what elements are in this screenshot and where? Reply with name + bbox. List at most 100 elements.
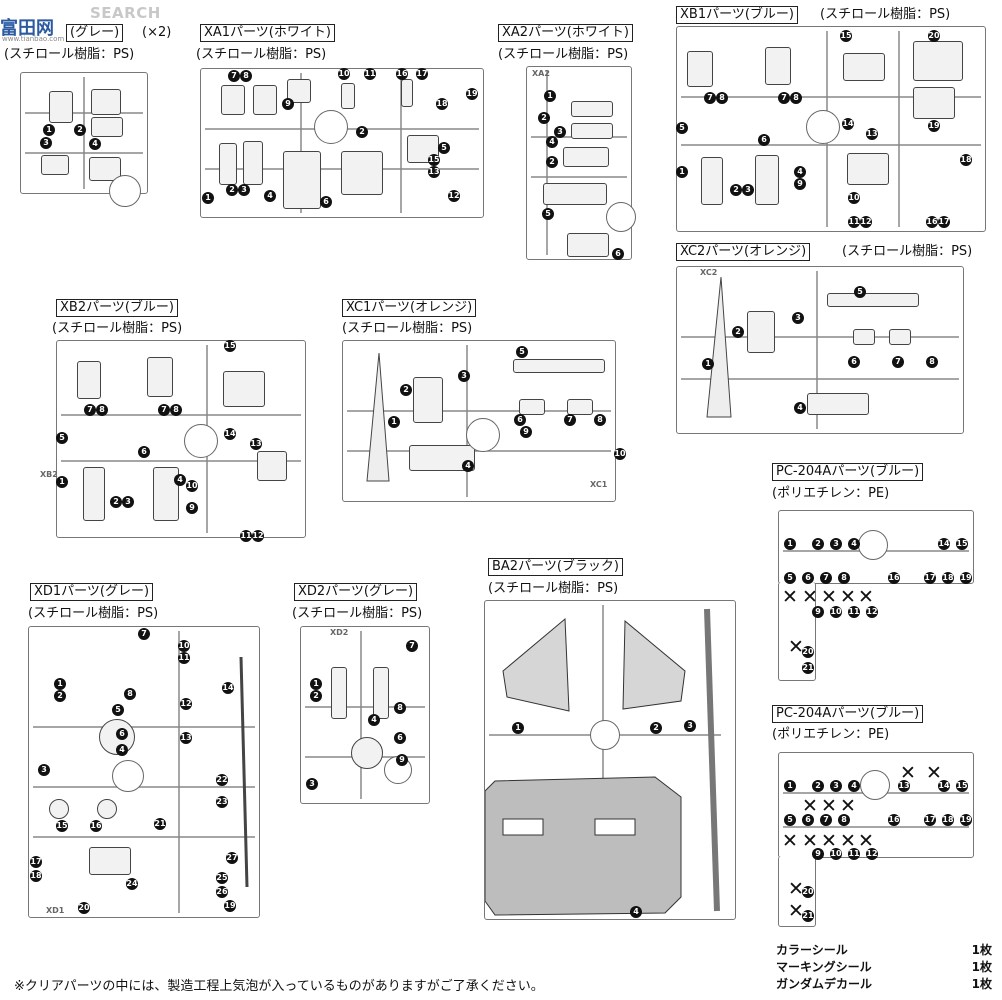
part-number-badge: 12 — [252, 530, 264, 542]
part-number-badge: 4 — [848, 538, 860, 550]
sheet-ba2-material: (スチロール樹脂：PS) — [488, 581, 619, 596]
part-number-badge: 15 — [956, 780, 968, 792]
sheet-xa2-material: (スチロール樹脂：PS) — [498, 47, 629, 62]
part-number-badge: 15 — [840, 30, 852, 42]
cross-mark-icon: ✕ — [840, 830, 856, 852]
part-number-badge: 8 — [926, 356, 938, 368]
part-number-badge: 18 — [942, 814, 954, 826]
part-number-badge: 26 — [216, 886, 228, 898]
cross-mark-icon: ✕ — [858, 830, 874, 852]
part-number-badge: 19 — [960, 572, 972, 584]
runner-xd1 — [28, 626, 260, 918]
sheet-pc1-title: PC-204Aパーツ(ブルー) — [772, 463, 924, 481]
part-number-badge: 9 — [396, 754, 408, 766]
part-number-badge: 7 — [564, 414, 576, 426]
part-number-badge: 4 — [89, 138, 101, 150]
part-number-badge: 7 — [892, 356, 904, 368]
part-number-badge: 13 — [428, 166, 440, 178]
runner-tag-xd2: XD2 — [330, 628, 349, 637]
part-number-badge: 13 — [866, 128, 878, 140]
part-number-badge: 16 — [396, 68, 408, 80]
part-number-badge: 9 — [520, 426, 532, 438]
watermark-url: www.tianbao.com — [2, 35, 65, 43]
sheet-xb1-title: XB1パーツ(ブルー) — [676, 6, 798, 24]
part-number-badge: 11 — [848, 216, 860, 228]
watermark-logo: 富田网 — [0, 18, 54, 39]
runner-tag-xc2: XC2 — [700, 268, 718, 277]
part-number-badge: 14 — [842, 118, 854, 130]
part-number-badge: 4 — [794, 402, 806, 414]
sticker-row: ガンダムデカール 1枚 — [776, 976, 992, 993]
part-number-badge: 14 — [224, 428, 236, 440]
part-number-badge: 9 — [812, 848, 824, 860]
part-number-badge: 10 — [178, 640, 190, 652]
part-number-badge: 3 — [554, 126, 566, 138]
part-number-badge: 12 — [866, 848, 878, 860]
part-number-badge: 5 — [542, 208, 554, 220]
part-number-badge: 3 — [830, 538, 842, 550]
part-number-badge: 3 — [40, 137, 52, 149]
part-number-badge: 8 — [716, 92, 728, 104]
part-number-badge: 1 — [202, 192, 214, 204]
part-number-badge: 3 — [38, 764, 50, 776]
part-number-badge: 13 — [250, 438, 262, 450]
sheet-xc1-title: XC1パーツ(オレンジ) — [342, 299, 477, 317]
part-number-badge: 2 — [812, 538, 824, 550]
part-number-badge: 4 — [174, 474, 186, 486]
cross-mark-icon: ✕ — [802, 795, 818, 817]
part-number-badge: 9 — [282, 98, 294, 110]
runner-pc2 — [778, 752, 974, 858]
part-number-badge: 19 — [928, 120, 940, 132]
gate-circle-xa1 — [314, 110, 348, 144]
sheet-xd2-material: (スチロール樹脂：PS) — [292, 606, 423, 621]
part-number-badge: 10 — [830, 606, 842, 618]
part-number-badge: 6 — [138, 446, 150, 458]
sheet-xb2-material: (スチロール樹脂：PS) — [52, 321, 183, 336]
sheet-xc1-material: (スチロール樹脂：PS) — [342, 321, 473, 336]
part-number-badge: 12 — [180, 698, 192, 710]
part-number-badge: 7 — [778, 92, 790, 104]
part-number-badge: 5 — [112, 704, 124, 716]
sheet-pc1-material: (ポリエチレン：PE) — [772, 486, 890, 501]
part-number-badge: 6 — [394, 732, 406, 744]
part-number-badge: 6 — [802, 572, 814, 584]
part-number-badge: 4 — [368, 714, 380, 726]
runner-ba2 — [484, 600, 736, 920]
part-number-badge: 16 — [888, 814, 900, 826]
part-number-badge: 12 — [860, 216, 872, 228]
part-number-badge: 10 — [614, 448, 626, 460]
sticker-qty: 1枚 — [971, 960, 992, 974]
part-number-badge: 3 — [742, 184, 754, 196]
part-number-badge: 2 — [310, 690, 322, 702]
part-number-badge: 5 — [784, 572, 796, 584]
part-number-badge: 8 — [838, 572, 850, 584]
sheet-xd1-material: (スチロール樹脂：PS) — [28, 606, 159, 621]
runner-tag-xb2: XB2 — [40, 470, 58, 479]
part-number-badge: 7 — [704, 92, 716, 104]
sticker-name: ガンダムデカール — [776, 977, 873, 991]
part-number-badge: 6 — [848, 356, 860, 368]
part-number-badge: 11 — [240, 530, 252, 542]
part-number-badge: 25 — [216, 872, 228, 884]
part-number-badge: 15 — [956, 538, 968, 550]
runner-tag-xa2: XA2 — [532, 69, 550, 78]
part-number-badge: 1 — [56, 476, 68, 488]
part-number-badge: 15 — [428, 154, 440, 166]
gate-circle-xb2 — [184, 424, 218, 458]
part-number-badge: 11 — [364, 68, 376, 80]
part-number-badge: 10 — [186, 480, 198, 492]
part-number-badge: 1 — [310, 678, 322, 690]
part-number-badge: 16 — [926, 216, 938, 228]
part-number-badge: 2 — [650, 722, 662, 734]
cross-mark-icon: ✕ — [900, 762, 916, 784]
part-number-badge: 16 — [90, 820, 102, 832]
runner-xb2 — [56, 340, 306, 538]
gate-circle-xc1 — [466, 418, 500, 452]
part-number-badge: 9 — [812, 606, 824, 618]
sticker-qty: 1枚 — [971, 977, 992, 991]
gate-circle-xb1 — [806, 110, 840, 144]
part-number-badge: 4 — [848, 780, 860, 792]
part-number-badge: 14 — [222, 682, 234, 694]
part-number-badge: 2 — [546, 156, 558, 168]
part-number-badge: 20 — [802, 886, 814, 898]
